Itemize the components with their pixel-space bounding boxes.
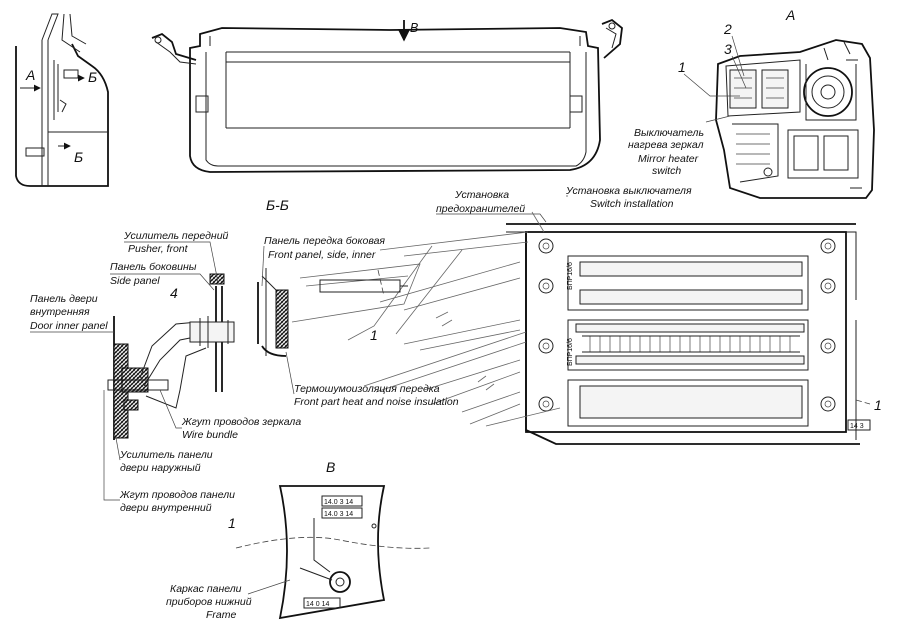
section-b-bottom-marker: Б xyxy=(74,149,83,165)
mirror-switch-label-ru-2: нагрева зеркал xyxy=(628,139,704,151)
view-a-switch-panel: А 1 2 3 xyxy=(678,7,875,199)
fuse-block-label-mid: БПР16/6 xyxy=(567,338,574,366)
door-harness-label-ru-1: Жгут проводов панели xyxy=(119,489,235,501)
door-panel-label-ru-1: Панель двери xyxy=(30,293,98,305)
view-a-marker: А xyxy=(25,67,35,83)
callout-4: 4 xyxy=(170,285,178,301)
view-v-title: В xyxy=(326,459,335,475)
door-harness-label-ru-2: двери внутренний xyxy=(120,502,212,514)
side-panel-label-en: Side panel xyxy=(110,275,160,287)
pusher-label-ru: Усилитель передний xyxy=(123,230,229,242)
frame-label-ru-1: Каркас панели xyxy=(170,583,242,595)
mounting-bolt xyxy=(538,238,554,254)
mirror-switch-label-en-2: switch xyxy=(652,165,681,177)
mounting-bolt xyxy=(820,396,836,412)
mounting-bolt xyxy=(820,238,836,254)
dashboard-top-view: В Б-Б xyxy=(151,18,623,213)
view-v-frame: В 14.0 3 14 14.0 3 14 14 0 14 1 xyxy=(228,459,431,620)
mirror-switch-label-en-1: Mirror heater xyxy=(638,153,699,165)
callout-1-top: 1 xyxy=(678,59,686,75)
door-cross-section: 4 xyxy=(107,268,289,440)
view-v-arrow-label: В xyxy=(410,21,418,35)
connector-tag-bottom: 14 0 14 xyxy=(306,601,329,608)
mounting-bolt xyxy=(538,338,554,354)
callout-3: 3 xyxy=(724,41,732,57)
door-panel-label-en: Door inner panel xyxy=(30,320,108,332)
callout-1-right: 1 xyxy=(874,397,882,413)
callout-2: 2 xyxy=(723,21,732,37)
section-b-top-marker: Б xyxy=(88,69,97,85)
fuse-row xyxy=(582,335,800,353)
harness-route-channel: 1 xyxy=(291,211,561,427)
switch-install-label-ru: Установка выключателя xyxy=(565,185,692,197)
wire-bundle-label-ru: Жгут проводов зеркала xyxy=(181,416,301,428)
view-a-title: А xyxy=(785,7,795,23)
pusher-label-en: Pusher, front xyxy=(128,243,189,255)
connector-tag-row1: 14.0 3 14 xyxy=(324,499,353,506)
front-panel-label-en: Front panel, side, inner xyxy=(268,249,376,261)
fuse-install-label-ru-2: предохранителей xyxy=(436,203,525,215)
mounting-bolt xyxy=(538,396,554,412)
wire-bundle-label-en: Wire bundle xyxy=(182,429,238,441)
callout-1-mid: 1 xyxy=(370,327,378,343)
door-reinforcement-label-ru-2: двери наружный xyxy=(120,462,201,474)
switch-install-label-en: Switch installation xyxy=(590,198,674,210)
fuse-install-label-ru-1: Установка xyxy=(454,189,509,201)
insulation-label-ru: Термошумоизоляция передка xyxy=(294,383,440,395)
frame-label-ru-2: приборов нижний xyxy=(166,596,252,608)
mounting-bolt xyxy=(820,338,836,354)
front-panel-label-ru: Панель передка боковая xyxy=(264,235,385,247)
section-bb-title: Б-Б xyxy=(266,197,289,213)
door-side-view: А Б Б xyxy=(15,13,109,187)
mounting-bolt xyxy=(820,278,836,294)
mounting-bolt xyxy=(538,278,554,294)
fuse-block-tag: 14 3 xyxy=(850,423,864,430)
door-reinforcement-label-ru-1: Усилитель панели xyxy=(119,449,213,461)
callout-1-bottom: 1 xyxy=(228,515,236,531)
side-panel-label-ru: Панель боковины xyxy=(110,261,197,273)
fuse-block-label-top: БПР16/6 xyxy=(567,262,574,290)
connector-tag-row2: 14.0 3 14 xyxy=(324,511,353,518)
door-panel-label-ru-2: внутренняя xyxy=(30,306,90,318)
mirror-switch-label-ru-1: Выключатель xyxy=(634,127,704,139)
frame-label-en: Frame xyxy=(206,609,236,621)
fuse-block-view: БПР16/6 БПР16/6 14 3 1 xyxy=(506,223,882,445)
insulation-label-en: Front part heat and noise insulation xyxy=(294,396,459,408)
